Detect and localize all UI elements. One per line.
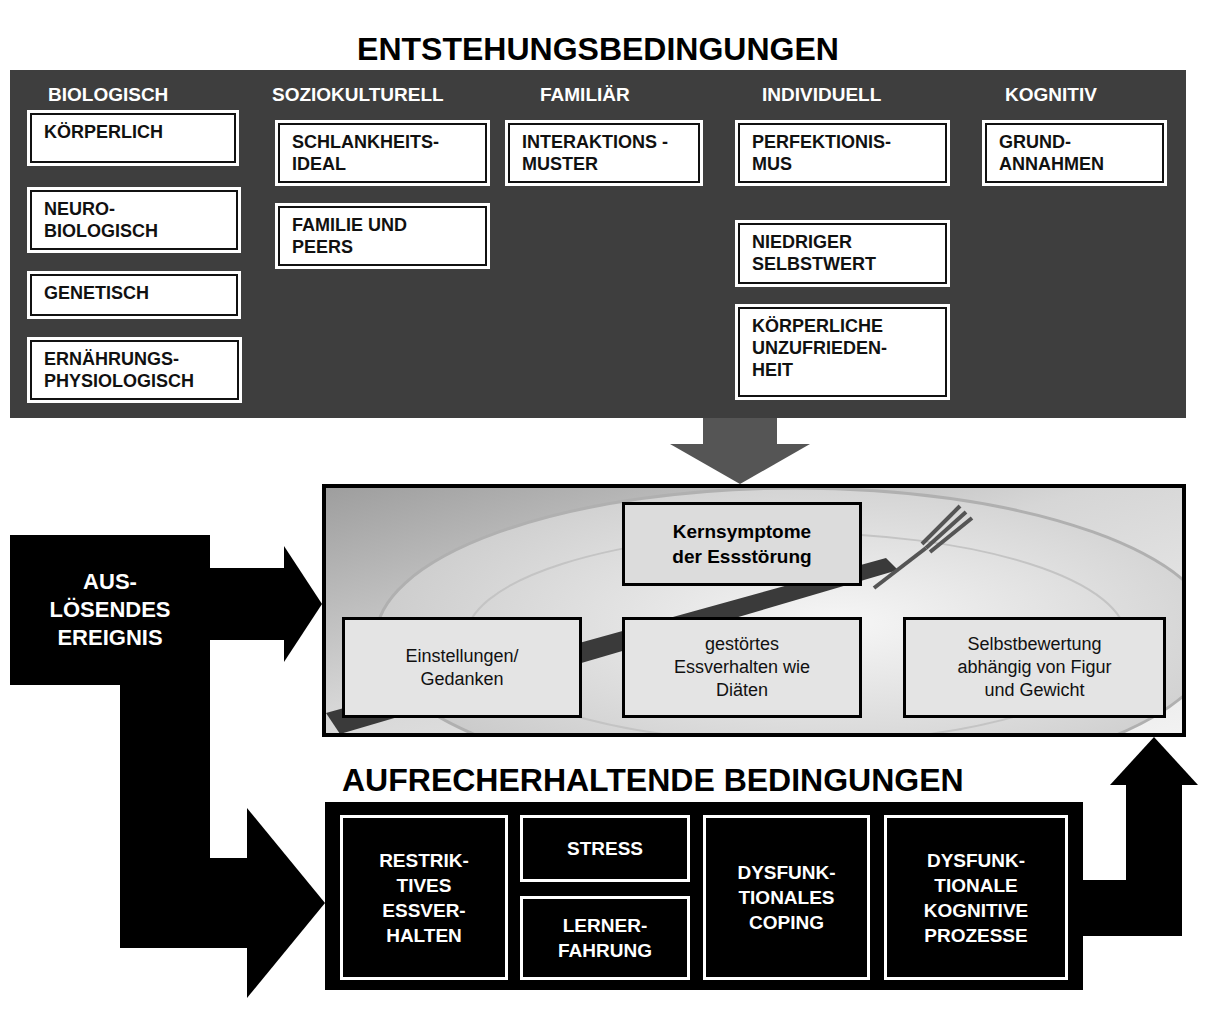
box-text: NIEDRIGER SELBSTWERT: [752, 231, 917, 275]
factor-box: ERNÄHRUNGS- PHYSIOLOGISCH: [27, 337, 242, 403]
maintaining-box: RESTRIK- TIVES ESSVER- HALTEN: [340, 815, 508, 980]
block-arrow: [670, 418, 810, 484]
arrow-shaft: [1083, 784, 1154, 908]
box-text: Einstellungen/ Gedanken: [400, 645, 524, 691]
box-text: Selbstbewertung abhängig von Figur und G…: [952, 633, 1117, 702]
box-text: RESTRIK- TIVES ESSVER- HALTEN: [365, 848, 483, 948]
panel-heading: AUFRECHERHALTENDE BEDINGUNGEN: [325, 760, 1083, 802]
fork-tine: [922, 506, 960, 544]
panel-heading: ENTSTEHUNGSBEDINGUNGEN: [10, 28, 1186, 70]
column-heading: FAMILIÄR: [540, 84, 630, 106]
factor-box: GRUND- ANNAHMEN: [982, 120, 1167, 186]
fork: [874, 506, 972, 588]
arrow-head: [1110, 737, 1198, 785]
block-arrow: [210, 546, 322, 662]
box-text: gestörtes Essverhalten wie Diäten: [670, 633, 814, 702]
factor-box: INTERAKTIONS -MUSTER: [505, 120, 703, 186]
box-text: LERNER- FAHRUNG: [534, 913, 676, 963]
box-text: GENETISCH: [44, 282, 208, 304]
box-text: INTERAKTIONS -MUSTER: [522, 131, 670, 175]
arrow-head: [247, 808, 325, 998]
column-heading-slot: KOGNITIV: [1005, 84, 1097, 106]
box-text: KÖRPERLICHE UNZUFRIEDEN- HEIT: [752, 315, 917, 381]
symptom-box: Einstellungen/ Gedanken: [342, 617, 582, 718]
arrow-shaft: [165, 685, 248, 903]
column-heading-slot: SOZIOKULTURELL: [272, 84, 444, 106]
column-heading: BIOLOGISCH: [48, 84, 168, 106]
factor-box: NIEDRIGER SELBSTWERT: [735, 220, 950, 287]
arrow-head: [284, 546, 322, 662]
box-text: KÖRPERLICH: [44, 121, 206, 143]
maintaining-box: STRESS: [520, 815, 690, 882]
arrow-shaft: [703, 418, 777, 445]
symptom-box: Selbstbewertung abhängig von Figur und G…: [903, 617, 1166, 718]
panel-heading: Kernsymptome der Essstörung: [622, 502, 862, 586]
box-text: GRUND- ANNAHMEN: [999, 131, 1134, 175]
box-text: AUS- LÖSENDES EREIGNIS: [40, 568, 180, 652]
block-arrow: [1083, 737, 1198, 908]
box-text: ERNÄHRUNGS- PHYSIOLOGISCH: [44, 348, 209, 392]
maintaining-box: DYSFUNK- TIONALE KOGNITIVE PROZESSE: [884, 815, 1068, 980]
maintaining-panel: RESTRIK- TIVES ESSVER- HALTEN STRESS LERNE…: [325, 760, 1083, 990]
column-heading-slot: INDIVIDUELL: [762, 84, 881, 106]
box-text: NEURO- BIOLOGISCH: [44, 198, 208, 242]
factor-box: NEURO- BIOLOGISCH: [27, 187, 241, 253]
column-heading: INDIVIDUELL: [762, 84, 881, 106]
maintaining-box: LERNER- FAHRUNG: [520, 896, 690, 980]
fork-tine: [930, 518, 972, 552]
factor-box: GENETISCH: [27, 271, 241, 319]
fork-handle: [874, 548, 926, 588]
factor-box: KÖRPERLICH: [27, 110, 239, 166]
symptom-box: gestörtes Essverhalten wie Diäten: [622, 617, 862, 718]
factor-box: PERFEKTIONIS- MUS: [735, 120, 950, 186]
block-arrow: [165, 685, 325, 998]
box-text: PERFEKTIONIS- MUS: [752, 131, 917, 175]
factor-box: KÖRPERLICHE UNZUFRIEDEN- HEIT: [735, 304, 950, 400]
arrow-shaft: [210, 568, 285, 640]
factor-box: SCHLANKHEITS- IDEAL: [275, 120, 490, 186]
column-heading: SOZIOKULTURELL: [272, 84, 444, 106]
box-text: STRESS: [534, 836, 676, 861]
factor-box: FAMILIE UND PEERS: [275, 203, 490, 269]
box-text: SCHLANKHEITS- IDEAL: [292, 131, 457, 175]
core-panel: Einstellungen/ Gedanken gestörtes Essverh…: [322, 484, 1186, 737]
column-heading-slot: BIOLOGISCH: [48, 84, 168, 106]
maintaining-box: DYSFUNK- TIONALES COPING: [703, 815, 870, 980]
box-text: DYSFUNK- TIONALE KOGNITIVE PROZESSE: [895, 848, 1057, 948]
box-text: DYSFUNK- TIONALES COPING: [714, 860, 859, 935]
column-heading: KOGNITIV: [1005, 84, 1097, 106]
trigger-box: AUS- LÖSENDES EREIGNIS: [10, 535, 210, 685]
column-heading-slot: FAMILIÄR: [540, 84, 630, 106]
box-text: FAMILIE UND PEERS: [292, 214, 457, 258]
arrow-head: [670, 444, 810, 484]
